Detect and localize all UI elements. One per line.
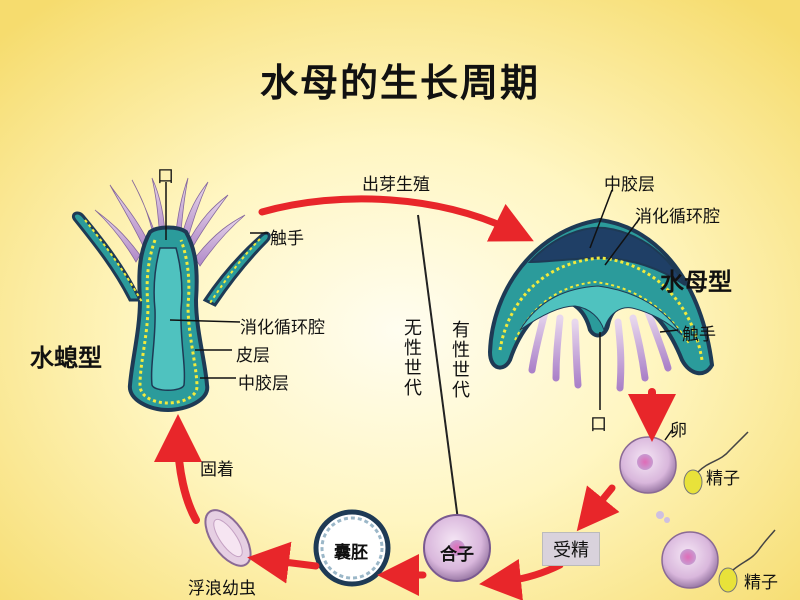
sperm-2: [718, 529, 776, 593]
label-fertilization: 受精: [542, 532, 600, 566]
fertilized-egg: [661, 531, 719, 589]
label-attach: 固着: [200, 460, 234, 480]
life-cycle-arrows: [154, 195, 676, 600]
egg-cell: [619, 436, 677, 494]
planula-larva: [204, 509, 252, 567]
label-ectoderm: 皮层: [236, 346, 270, 366]
label-egg: 卵: [670, 421, 687, 441]
blastula-cell: [313, 509, 391, 587]
label-mesoglea-right: 中胶层: [604, 175, 655, 195]
label-blastula: 囊胚: [334, 543, 368, 563]
sperm-1: [683, 431, 749, 495]
label-mouth-bottom: 口: [590, 415, 607, 435]
small-sperm-cluster: [656, 511, 670, 523]
polyp-figure: [71, 177, 271, 413]
page-title: 水母的生长周期: [259, 61, 540, 105]
label-mesoglea-left: 中胶层: [238, 374, 289, 394]
label-medusa-type: 水母型: [660, 268, 732, 296]
generation-divider: [417, 214, 459, 521]
label-sexual-generation: 有性世代: [449, 320, 470, 400]
label-budding: 出芽生殖: [362, 175, 430, 195]
label-polyp-type: 水螅型: [30, 344, 102, 372]
medusa-figure: [487, 217, 715, 392]
label-tentacle-right: 触手: [682, 325, 716, 345]
label-sperm-1: 精子: [706, 469, 740, 489]
label-tentacle-left: 触手: [270, 229, 304, 249]
label-zygote: 合子: [440, 545, 474, 565]
label-asexual-generation: 无性世代: [401, 318, 422, 398]
label-planula: 浮浪幼虫: [188, 579, 256, 599]
label-mouth-top: 口: [157, 167, 174, 187]
label-digestive-left: 消化循环腔: [240, 318, 325, 338]
label-digestive-right: 消化循环腔: [635, 207, 720, 227]
label-sperm-2: 精子: [744, 573, 778, 593]
zygote-cell: [423, 514, 491, 582]
